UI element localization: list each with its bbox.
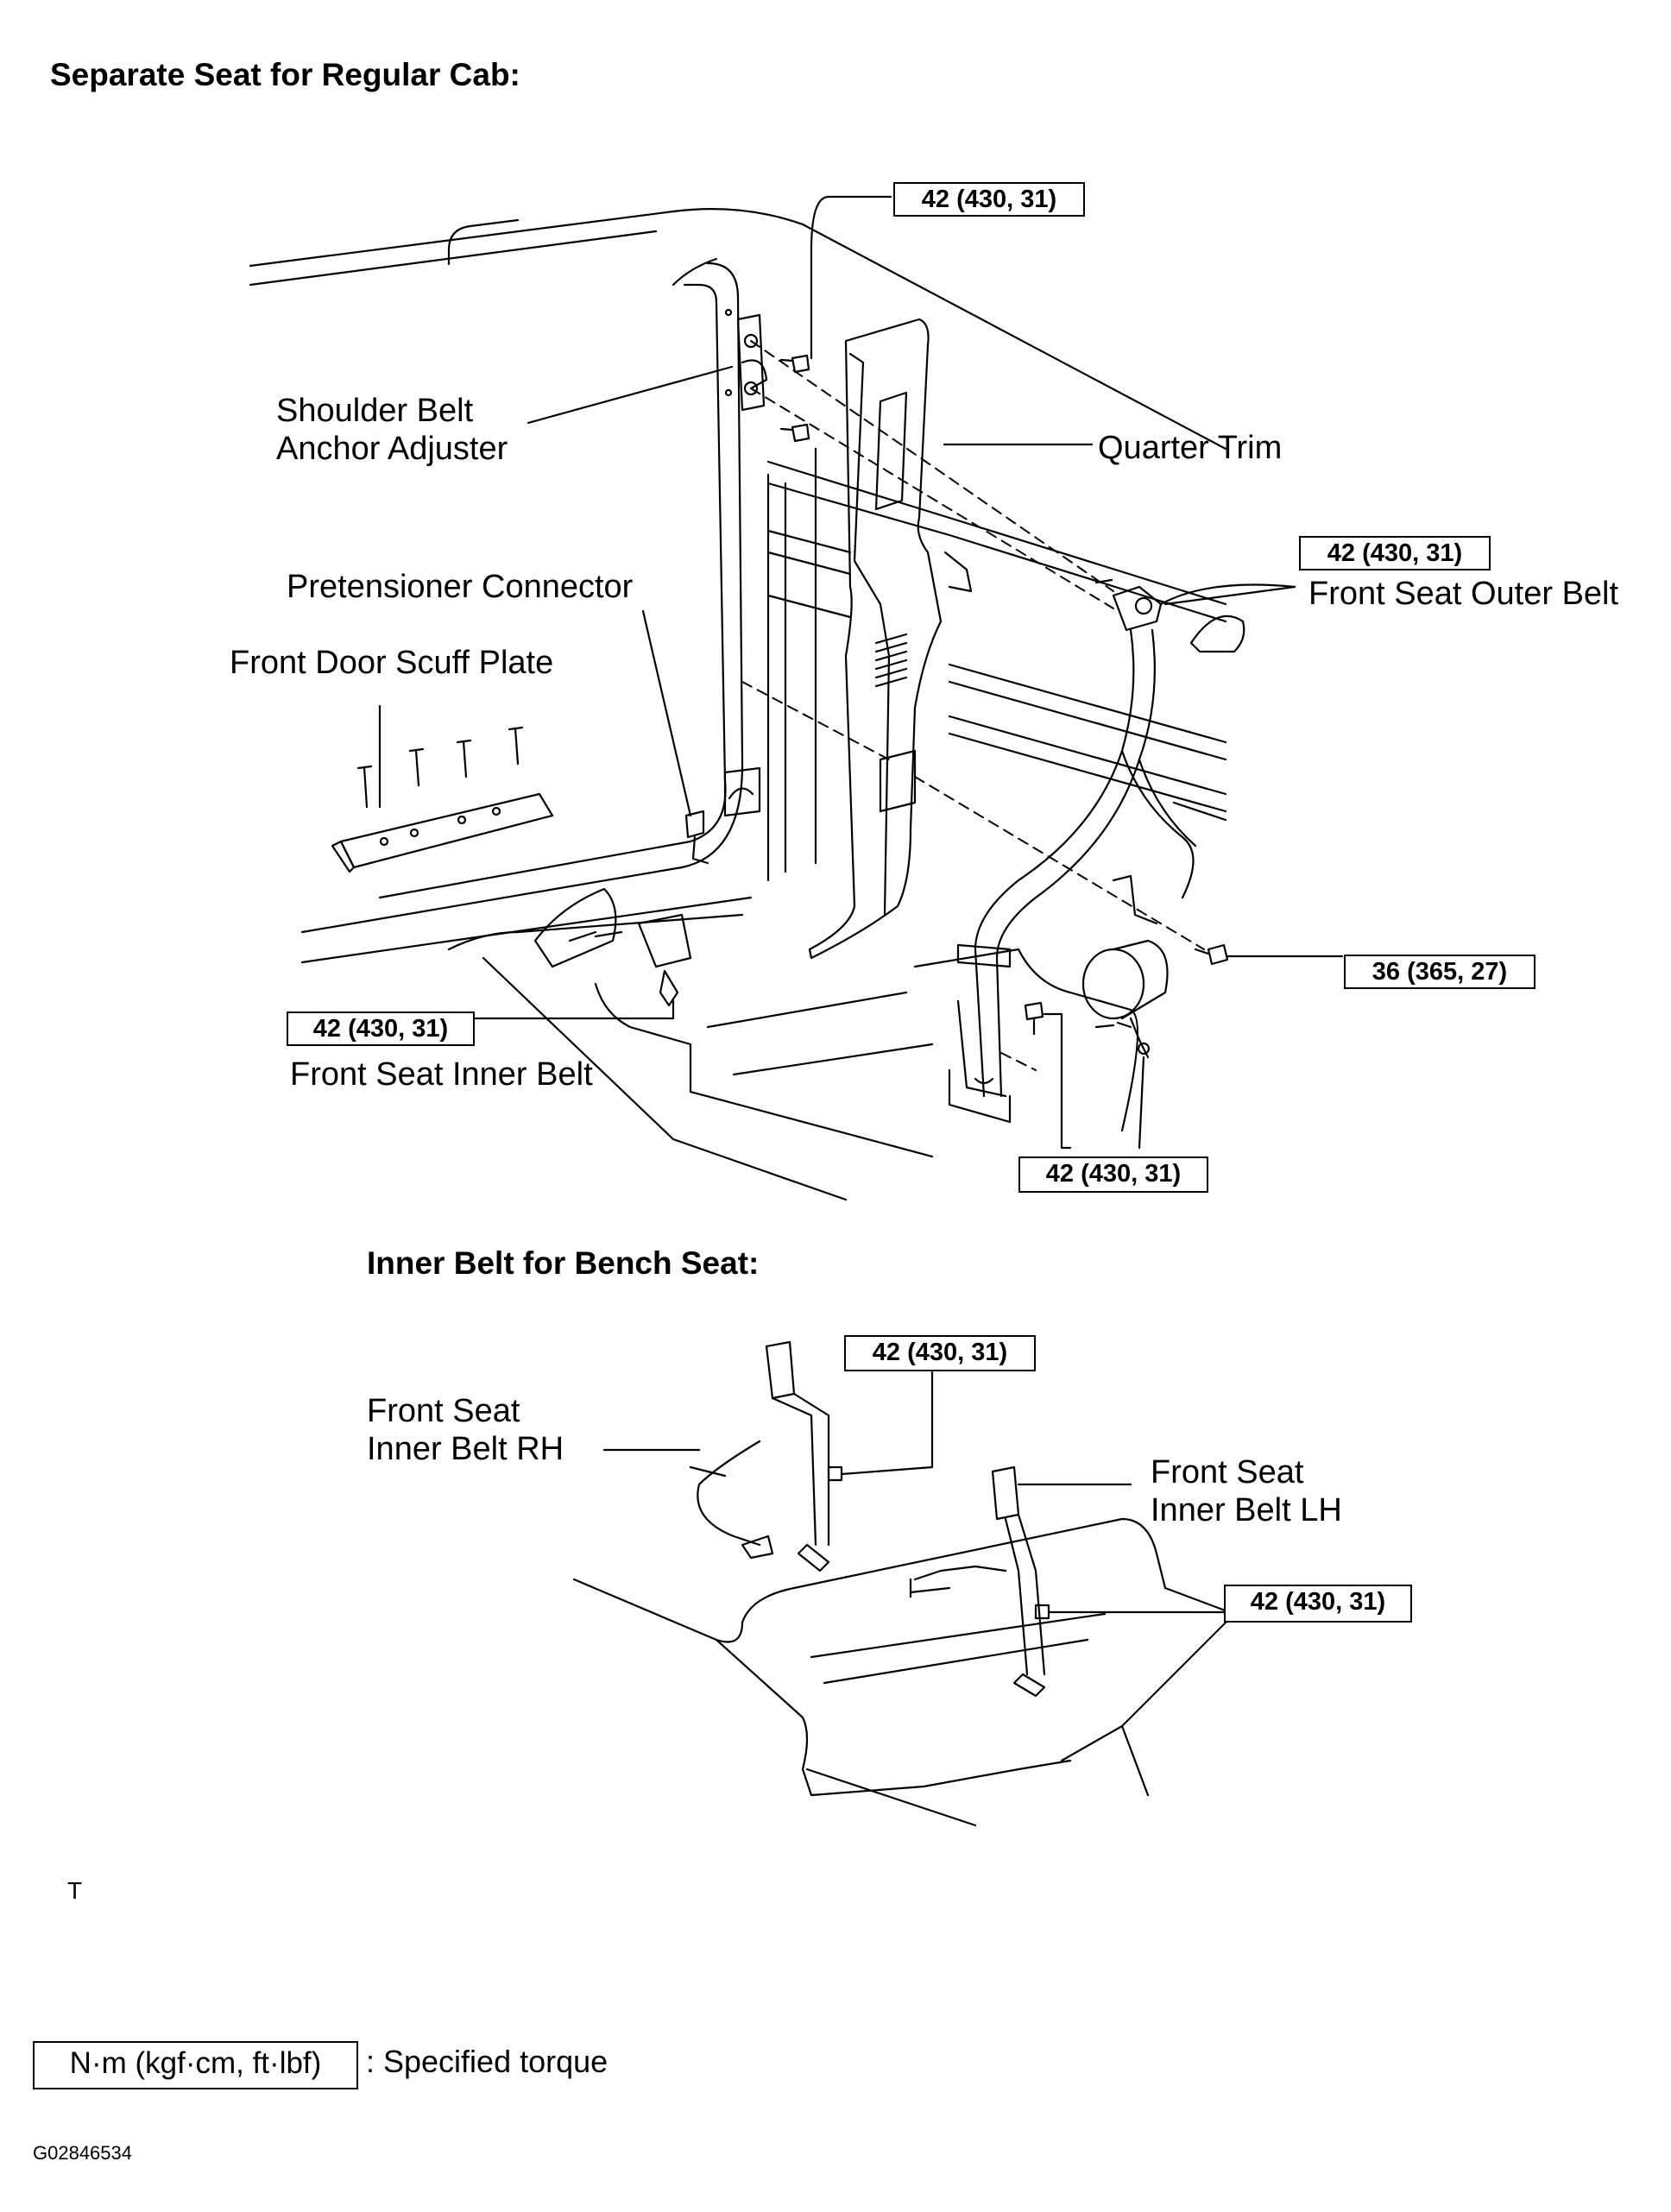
torque-box-inner-belt: 42 (430, 31) [287, 1011, 475, 1046]
torque-box-shoulder-anchor: 42 (430, 31) [893, 182, 1085, 217]
shoulder-anchor-adjuster-shape [724, 195, 892, 443]
torque-box-bench-lh: 42 (430, 31) [1224, 1585, 1412, 1623]
pretensioner-connector-label: Pretensioner Connector [287, 569, 634, 605]
front-seat-outer-belt-label: Front Seat Outer Belt [1308, 576, 1619, 612]
legend-unit-box: N·m (kgf·cm, ft·lbf) [33, 2041, 358, 2089]
inner-belt-rh-label-line2: Inner Belt RH [367, 1431, 564, 1467]
bench-belt-lh-shape [909, 1465, 1226, 1698]
inner-belt-shape [469, 887, 692, 1020]
shoulder-belt-label-line2: Anchor Adjuster [276, 431, 508, 467]
quarter-trim-label: Quarter Trim [1098, 430, 1283, 466]
stray-mark: T [67, 1877, 83, 1904]
legend-meaning: : Specified torque [366, 2044, 608, 2079]
shoulder-belt-label-line1: Shoulder Belt [276, 393, 474, 429]
quarter-trim-shape [808, 318, 973, 960]
inner-belt-lh-label-line2: Inner Belt LH [1151, 1492, 1342, 1528]
front-door-scuff-plate-label: Front Door Scuff Plate [230, 645, 554, 681]
outer-belt-shape [948, 578, 1344, 1150]
inner-belt-lh-label-line1: Front Seat [1151, 1454, 1304, 1490]
main-section-title: Separate Seat for Regular Cab: [50, 57, 520, 92]
inner-belt-rh-label-line1: Front Seat [367, 1393, 520, 1429]
torque-box-bench-rh: 42 (430, 31) [844, 1335, 1036, 1371]
figure-id: G02846534 [33, 2142, 132, 2164]
bench-seat-floor [572, 1517, 1236, 1827]
torque-box-retractor: 36 (365, 27) [1344, 955, 1535, 989]
pretensioner-connector-shape [641, 609, 709, 865]
bench-section-title: Inner Belt for Bench Seat: [367, 1245, 760, 1281]
cab-body-outline [249, 208, 1227, 1201]
bench-belt-rh-shape [602, 1340, 934, 1572]
torque-box-floor-anchor: 42 (430, 31) [1018, 1156, 1208, 1193]
torque-box-outer-belt: 42 (430, 31) [1299, 536, 1491, 570]
scuff-plate-shape [331, 704, 554, 873]
front-seat-inner-belt-label: Front Seat Inner Belt [290, 1056, 593, 1093]
